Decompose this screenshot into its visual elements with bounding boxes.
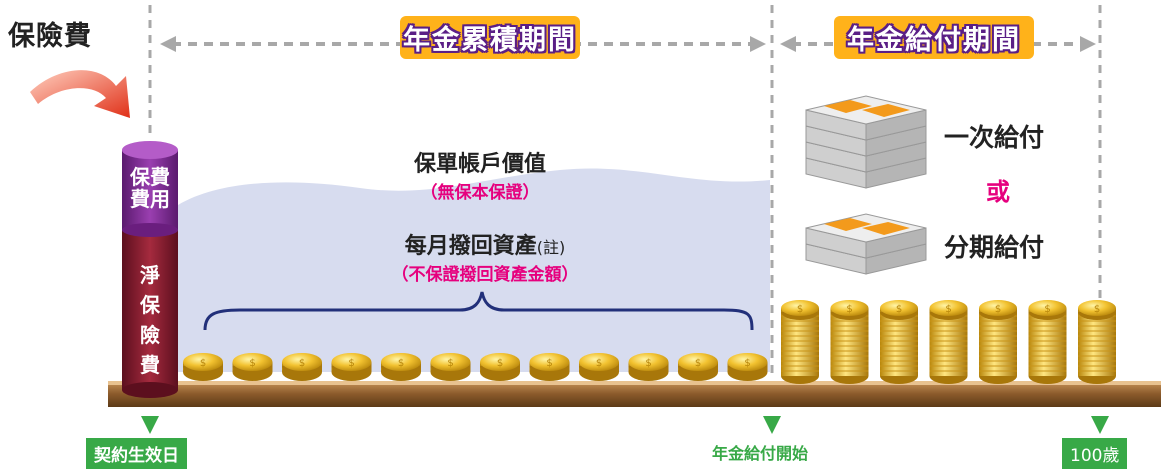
- payout-arrow-right-icon: [1080, 36, 1096, 52]
- svg-text:$: $: [744, 358, 750, 369]
- coin-icon: $: [183, 353, 223, 381]
- start-badge: 契約生效日: [86, 438, 187, 469]
- coin-icon: $: [880, 300, 918, 384]
- coin-icon: $: [628, 353, 669, 381]
- coin-icon: $: [381, 353, 421, 381]
- svg-text:$: $: [546, 358, 552, 369]
- start-marker-icon: [141, 416, 159, 434]
- premium-pillar: [122, 141, 178, 398]
- svg-text:$: $: [348, 358, 354, 369]
- svg-text:$: $: [398, 358, 404, 369]
- cash-stack-icon: [805, 213, 927, 275]
- account-value-area: [178, 168, 770, 372]
- account-value-title: 保單帳戶價值: [413, 152, 546, 177]
- payout-start-label: 年金給付開始: [712, 444, 809, 463]
- payout-arrow-left-icon: [780, 36, 796, 52]
- withdrawal-title: 每月撥回資產: [404, 234, 537, 259]
- svg-text:$: $: [695, 358, 701, 369]
- accumulation-arrow-right-icon: [750, 36, 766, 52]
- pillar-fee-label: 保費 費用: [122, 166, 178, 210]
- timeline-markers: [141, 416, 1109, 434]
- withdrawal-title-note: (註): [536, 238, 566, 257]
- withdrawal-block: 每月撥回資產(註) （不保證撥回資產金額）: [330, 228, 640, 285]
- pillar-net-char: 費: [140, 353, 160, 377]
- coin-icon: $: [232, 353, 273, 381]
- installment-label: 分期給付: [944, 233, 1045, 262]
- svg-text:$: $: [846, 304, 852, 315]
- coin-icon: $: [727, 353, 768, 381]
- coin-icon: $: [331, 353, 372, 381]
- svg-text:$: $: [447, 358, 453, 369]
- coin-icon: $: [282, 353, 322, 381]
- coin-icon: $: [579, 353, 619, 381]
- withdrawal-brace: [203, 291, 754, 331]
- coin-icon: $: [1078, 300, 1116, 384]
- cash-stack-icon: [805, 95, 927, 189]
- or-label: 或: [986, 178, 1010, 206]
- end-badge: 100歲: [1062, 438, 1128, 469]
- pillar-net-char: 險: [140, 323, 160, 347]
- svg-text:$: $: [249, 358, 255, 369]
- svg-text:$: $: [497, 358, 503, 369]
- accumulation-arrow-left-icon: [160, 36, 176, 52]
- svg-text:$: $: [1094, 304, 1100, 315]
- pillar-net-char: 淨: [140, 263, 160, 287]
- coin-icon: $: [480, 353, 520, 381]
- svg-text:$: $: [200, 358, 206, 369]
- svg-text:$: $: [645, 358, 651, 369]
- coin-icon: $: [929, 300, 968, 384]
- pillar-net-label: 淨 保 險 費: [122, 260, 178, 380]
- svg-text:$: $: [995, 304, 1001, 315]
- accumulation-period-label: 年金累積期間: [400, 16, 580, 59]
- pillar-net-char: 保: [140, 293, 160, 317]
- payout-period-label: 年金給付期間: [834, 16, 1034, 59]
- pillar-fee-line1: 保費: [130, 165, 170, 189]
- account-value-note: （無保本保證）: [420, 183, 540, 203]
- coin-icon: $: [781, 300, 819, 384]
- coin-icon: $: [529, 353, 570, 381]
- timeline-ground: [108, 381, 1161, 407]
- curved-arrow-icon: [30, 70, 130, 118]
- coin-icon: $: [430, 353, 471, 381]
- coin-icon: $: [830, 300, 869, 384]
- svg-text:$: $: [299, 358, 305, 369]
- withdrawal-title-row: 每月撥回資產(註): [330, 228, 640, 260]
- payout-start-marker-icon: [763, 416, 781, 434]
- svg-text:$: $: [797, 304, 803, 315]
- end-marker-icon: [1091, 416, 1109, 434]
- coin-icon: $: [1028, 300, 1067, 384]
- coin-icon: $: [678, 353, 718, 381]
- account-value-block: 保單帳戶價值 （無保本保證）: [360, 146, 600, 203]
- coin-icon: $: [979, 300, 1017, 384]
- withdrawal-note: （不保證撥回資產金額）: [391, 265, 579, 285]
- svg-text:$: $: [1044, 304, 1050, 315]
- svg-text:$: $: [896, 304, 902, 315]
- premium-label: 保險費: [8, 21, 92, 52]
- svg-text:$: $: [596, 358, 602, 369]
- lump-sum-label: 一次給付: [944, 123, 1045, 152]
- pillar-fee-line2: 費用: [130, 187, 170, 211]
- svg-text:$: $: [945, 304, 951, 315]
